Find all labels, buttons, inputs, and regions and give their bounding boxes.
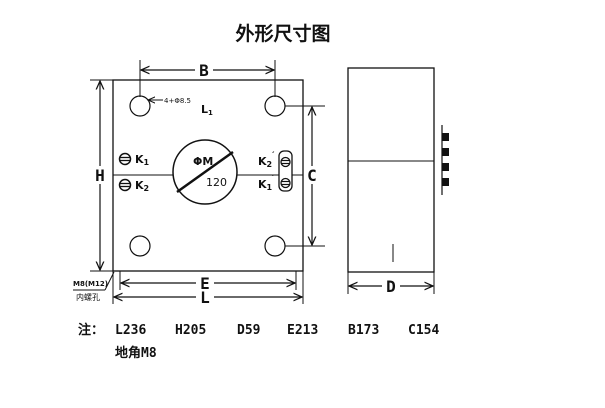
e-label-bg <box>196 274 214 291</box>
k2-label: K2 <box>135 179 149 193</box>
note-c: C154 <box>408 323 439 338</box>
k1-prime-label: K1′ <box>258 174 275 192</box>
h-label: H <box>95 166 105 185</box>
d-label: D <box>386 277 396 296</box>
mount-hole-bottom-left <box>129 235 151 257</box>
c-label: C <box>307 166 317 185</box>
k1-label: K1 <box>135 153 150 167</box>
bolt-annotation: M8(M12) 内螺孔 <box>73 271 115 302</box>
note-d: D59 <box>237 323 260 338</box>
bolt-desc-label: 内螺孔 <box>76 292 100 302</box>
dimension-l: L <box>112 271 304 307</box>
l-label: L <box>200 288 210 307</box>
h-label-bg <box>92 166 108 184</box>
note-b: B173 <box>348 323 379 338</box>
dimension-d: D <box>347 272 435 296</box>
note-line2: 地角M8 <box>115 345 157 361</box>
terminal-k2-prime <box>280 156 291 168</box>
side-outline <box>347 67 435 273</box>
side-terminal-4 <box>442 178 449 186</box>
dimension-c: C <box>285 105 325 247</box>
dimension-h: H <box>90 79 113 272</box>
c-label-bg <box>304 166 320 184</box>
mount-hole-top-right <box>264 95 286 117</box>
note-prefix: 注： <box>78 322 104 338</box>
l1-label: L1 <box>201 103 213 117</box>
side-view <box>347 67 449 273</box>
meter-top-label: ΦM <box>193 155 213 168</box>
terminal-k1 <box>118 152 132 166</box>
b-label: B <box>199 61 209 80</box>
dimension-e: E <box>119 271 297 293</box>
k2-prime-label: K2′ <box>258 151 275 169</box>
dimension-b: B <box>139 60 276 97</box>
note-e: E213 <box>287 323 318 338</box>
mount-hole-bottom-right <box>264 235 286 257</box>
b-label-bg <box>195 62 213 78</box>
terminal-k2 <box>118 178 132 192</box>
terminal-k1-prime <box>280 177 291 189</box>
bolt-leader <box>104 271 115 291</box>
side-terminal-3 <box>442 163 449 171</box>
note-l: L236 <box>115 323 146 338</box>
bolt-spec-label: M8(M12) <box>73 280 108 288</box>
meter-slash <box>176 150 234 194</box>
side-terminal-1 <box>442 133 449 141</box>
d-label-bg <box>382 277 400 294</box>
drawing-title: 外形尺寸图 <box>235 22 330 45</box>
l-label-bg <box>196 289 214 305</box>
side-terminal-2 <box>442 148 449 156</box>
mount-hole-top-left <box>129 95 151 117</box>
note-h: H205 <box>175 323 206 338</box>
front-view: 4+Φ8.5 L1 ΦM 120 K1 K2 K2′ K1′ <box>112 79 304 272</box>
hole-spec-label: 4+Φ8.5 <box>164 97 191 105</box>
meter-bottom-label: 120 <box>206 176 227 189</box>
e-label: E <box>200 274 210 293</box>
notes: 注： L236 H205 D59 E213 B173 C154 地角M8 <box>78 322 439 361</box>
